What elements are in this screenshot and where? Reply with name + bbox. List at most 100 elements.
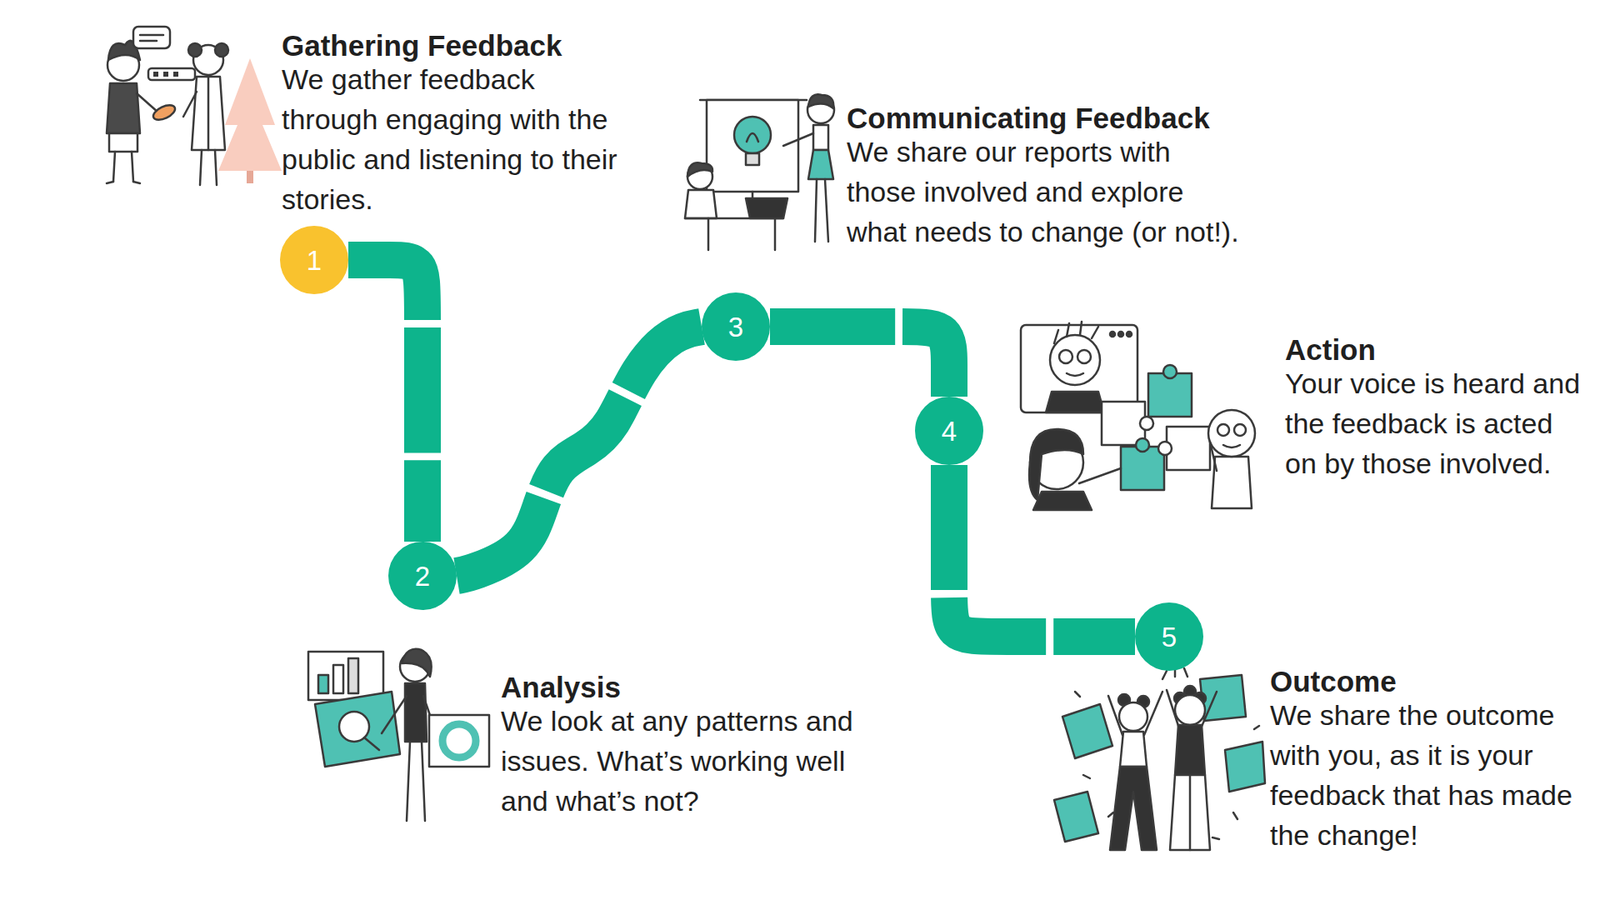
outcome-illustration-part <box>1110 766 1157 850</box>
analysis-illustration-part <box>348 658 359 694</box>
action-illustration-part <box>1158 441 1172 455</box>
communicating-illustration-part <box>808 150 834 180</box>
communicating-illustration-part <box>734 116 771 154</box>
outcome-illustration-part <box>1175 725 1205 775</box>
track-connector <box>456 326 702 576</box>
outcome-illustration-part <box>1062 704 1113 759</box>
step-heading: Action <box>1285 332 1376 368</box>
gathering-illustration-part <box>173 71 179 77</box>
analysis-illustration-part <box>401 649 432 677</box>
step-heading: Outcome <box>1270 664 1397 700</box>
action-illustration-part <box>1054 321 1099 344</box>
gathering-illustration-part <box>183 91 197 117</box>
step-number: 3 <box>728 313 744 341</box>
communicating-illustration-part <box>685 190 717 219</box>
outcome-illustration-part <box>1075 666 1260 840</box>
action-illustration-part <box>1140 416 1154 430</box>
gathering-illustration-part <box>106 83 140 134</box>
gathering-illustration-part <box>246 170 254 184</box>
gathering-illustration-part <box>140 40 157 43</box>
circle-fill <box>280 225 349 295</box>
gathering-illustration-part <box>131 151 134 182</box>
circle-fill <box>388 541 457 610</box>
action-illustration-part <box>1163 365 1177 379</box>
action-illustration-part <box>1166 426 1210 470</box>
gathering-illustration-part <box>140 34 164 37</box>
action-illustration-part <box>1217 424 1230 436</box>
communicating-illustration-part <box>746 133 759 142</box>
gathering-illustration-part <box>215 43 229 57</box>
step-description: We share the outcome with you, as it is … <box>1270 695 1587 855</box>
action-illustration-part <box>1126 331 1132 337</box>
analysis-illustration-part <box>405 683 427 742</box>
gathering-illustration-part <box>215 150 217 185</box>
circle-fill <box>915 396 984 465</box>
step-number: 5 <box>1161 623 1177 651</box>
circle-fill <box>701 292 770 361</box>
gathering-illustration-part <box>218 58 282 171</box>
action-illustration-part <box>1059 350 1073 364</box>
outcome-illustration-part <box>1144 691 1163 735</box>
action-illustration-part <box>1234 424 1246 436</box>
gathering-illustration-part <box>150 102 177 124</box>
communicating-illustration-part <box>687 162 713 177</box>
analysis-illustration-part <box>364 737 380 750</box>
step-number: 1 <box>306 246 322 275</box>
track-connector <box>770 326 950 397</box>
action-illustration-part <box>1029 429 1084 500</box>
analysis-illustration-part <box>381 695 407 734</box>
action-illustration-part <box>1045 391 1105 413</box>
step-description: We look at any patterns and issues. What… <box>500 700 872 821</box>
communicating-illustration-part <box>783 133 814 146</box>
action-illustration-part <box>1148 373 1192 417</box>
step-circle: 2 <box>388 541 457 610</box>
track-connector <box>949 465 1135 637</box>
action-illustration <box>1020 321 1255 510</box>
action-illustration-part <box>1210 441 1217 471</box>
outcome-illustration-part <box>1225 741 1265 792</box>
action-illustration-part <box>1077 350 1091 364</box>
outcome-illustration-part <box>1166 690 1180 729</box>
step-description: Your voice is heard and the feedback is … <box>1285 363 1588 484</box>
outcome-illustration-part <box>1108 695 1123 735</box>
outcome-illustration-part <box>1170 775 1210 850</box>
communicating-illustration-part <box>813 125 829 150</box>
action-illustration-part <box>1050 335 1100 385</box>
outcome-illustration-part <box>1120 731 1147 767</box>
step-circle: 1 <box>280 225 349 295</box>
communicating-illustration-part <box>745 153 760 165</box>
action-illustration-part <box>1066 373 1084 376</box>
step-description: We gather feedback through engaging with… <box>281 59 628 220</box>
outcome-illustration-part <box>1200 691 1217 729</box>
action-illustration-part <box>1211 456 1252 509</box>
analysis-illustration-part <box>308 651 384 700</box>
step-number: 4 <box>941 417 957 445</box>
analysis-illustration-part <box>318 675 329 694</box>
step-heading: Analysis <box>500 670 621 705</box>
step-circle: 3 <box>701 292 770 361</box>
gathering-illustration-part <box>109 133 138 152</box>
outcome-illustration <box>1054 666 1265 850</box>
communicating-illustration-part <box>825 179 829 242</box>
gathering-illustration-part <box>207 76 210 150</box>
communicating-illustration-part <box>808 94 834 109</box>
action-illustration-part <box>1223 445 1240 448</box>
action-illustration-part <box>1208 410 1255 457</box>
analysis-illustration-part <box>421 741 425 821</box>
analysis-illustration-part <box>333 665 344 694</box>
gathering-illustration-part <box>133 26 170 49</box>
step-number: 2 <box>415 562 430 590</box>
analysis-illustration <box>308 649 490 821</box>
circle-fill <box>1135 602 1204 671</box>
communicating-illustration-part <box>745 198 788 219</box>
outcome-illustration-part <box>1189 775 1192 850</box>
outcome-illustration-part <box>1119 702 1148 731</box>
gathering-illustration-part <box>188 43 202 57</box>
gathering-illustration <box>106 26 282 185</box>
communicating-illustration-part <box>707 218 710 250</box>
track-connector <box>348 260 423 542</box>
action-illustration-part <box>1033 491 1092 510</box>
outcome-illustration-part <box>1054 791 1099 842</box>
